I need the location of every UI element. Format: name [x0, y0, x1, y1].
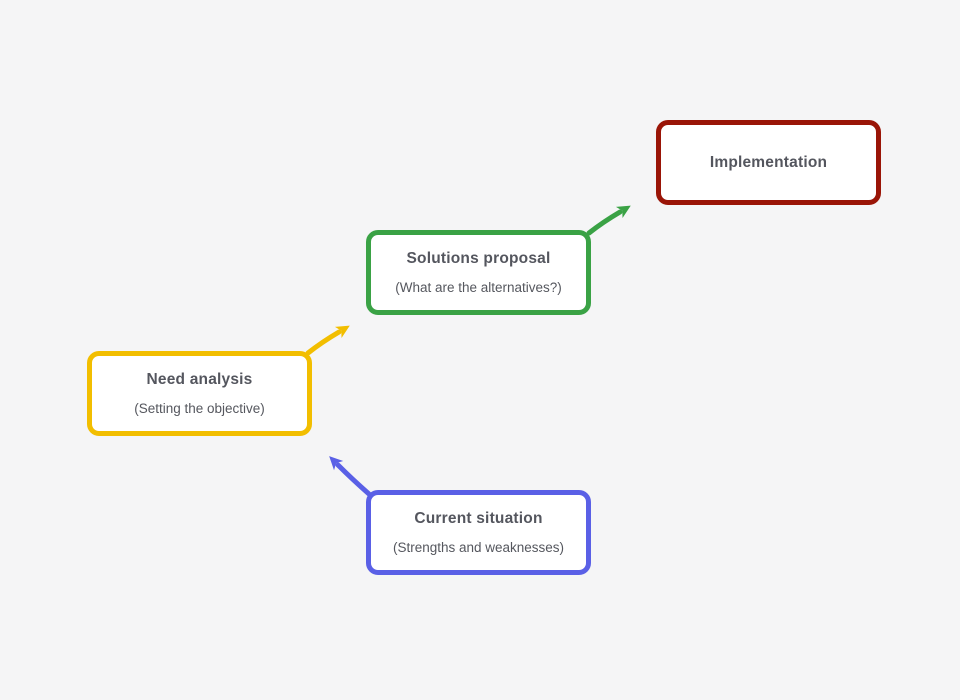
node-title: Solutions proposal	[406, 250, 551, 267]
arrow-need-to-solutions	[305, 325, 350, 356]
node-title: Implementation	[709, 153, 828, 171]
arrow-current-to-need	[329, 456, 372, 497]
node-solutions-proposal[interactable]: Solutions proposal (What are the alterna…	[366, 230, 591, 315]
node-subtitle: (Strengths and weaknesses)	[392, 540, 565, 555]
node-subtitle: (Setting the objective)	[134, 401, 265, 416]
node-current-situation[interactable]: Current situation (Strengths and weaknes…	[366, 490, 591, 575]
node-title: Current situation	[414, 510, 543, 527]
arrow-solutions-to-implementation	[586, 205, 631, 236]
node-subtitle: (What are the alternatives?)	[395, 280, 562, 295]
node-need-analysis[interactable]: Need analysis (Setting the objective)	[87, 351, 312, 436]
node-title: Need analysis	[146, 371, 253, 388]
node-implementation[interactable]: Implementation	[656, 120, 881, 205]
